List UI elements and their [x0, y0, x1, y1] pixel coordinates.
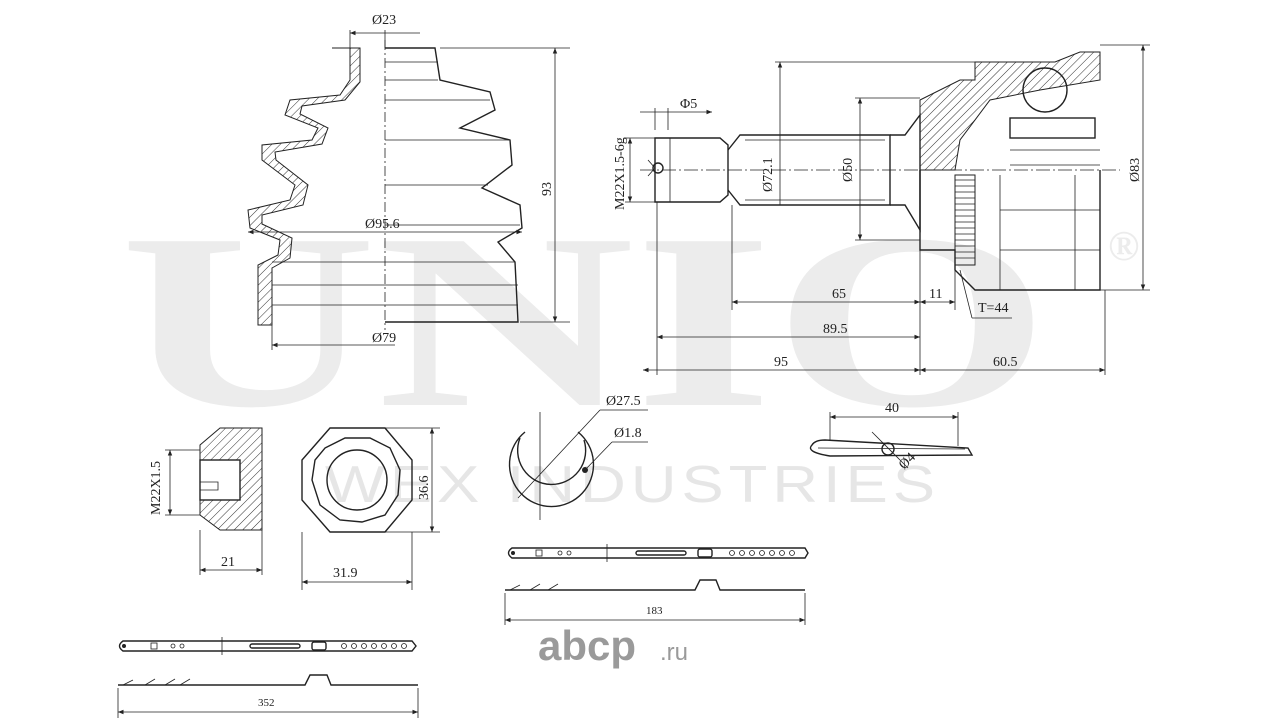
small-clamp-length: 183	[646, 605, 663, 617]
watermark: UNIO ® WEX INDUSTRIES	[120, 183, 1139, 514]
circlip-diameter: Ø27.5	[606, 394, 641, 409]
logo-suffix: .ru	[660, 639, 688, 666]
boot-section-left	[247, 47, 361, 326]
small-clamp-band	[507, 547, 809, 559]
cotter-pin-body	[809, 439, 974, 457]
large-clamp-length: 352	[258, 697, 275, 709]
joint-spline-shaft	[727, 134, 891, 206]
nut-hexagon	[301, 427, 413, 533]
cotter-pin-length: 40	[885, 401, 899, 416]
circlip-ring	[508, 431, 595, 508]
joint-abs-ring	[954, 174, 976, 266]
small-clamp-side	[505, 579, 805, 591]
boot-bottom-diameter: Ø79	[372, 331, 396, 346]
circlip-wire-diameter: Ø1.8	[614, 426, 642, 441]
large-clamp-side	[118, 674, 418, 686]
joint-length-60-5: 60.5	[993, 355, 1018, 370]
joint-bell-diameter: Ø83	[1128, 158, 1143, 182]
joint-length-65: 65	[832, 287, 846, 302]
joint-thread-spec: M22X1.5-6g	[613, 137, 628, 210]
large-clamp-drawing: 352	[117, 637, 419, 718]
nut-front-view: 36.6 31.9	[301, 427, 440, 590]
cotter-pin-drawing: 40 Ø4	[809, 401, 974, 473]
nut-width: 21	[221, 555, 235, 570]
cv-joint-drawing: Φ5 M22X1.5-6g Ø72.1 Ø50 Ø83 65 11 T=44	[613, 44, 1150, 375]
cv-boot-drawing: Ø23 Ø95.6 Ø79 93	[247, 13, 570, 350]
joint-length-89-5: 89.5	[823, 322, 848, 337]
cotter-pin-section	[881, 442, 895, 456]
joint-hole-diameter: Φ5	[680, 97, 697, 112]
logo-name: abcp	[538, 622, 636, 669]
nut-side-view: M22X1.5 21	[149, 427, 263, 575]
boot-height: 93	[540, 182, 555, 196]
boot-top-diameter: Ø23	[372, 13, 396, 28]
watermark-company: WEX INDUSTRIES	[325, 456, 940, 514]
joint-length-95: 95	[774, 355, 788, 370]
nut-across-flats: 31.9	[333, 566, 358, 581]
small-clamp-drawing: 183	[504, 544, 809, 625]
joint-bell-section	[919, 51, 1101, 171]
watermark-brand: UNIO	[120, 183, 1050, 460]
large-clamp-band	[118, 640, 417, 652]
joint-ball	[1022, 67, 1068, 113]
joint-pin-hole	[652, 162, 664, 174]
boot-outline-right	[385, 47, 523, 323]
nut-height: 36.6	[417, 476, 432, 501]
watermark-registered-mark: ®	[1108, 224, 1139, 270]
boot-middle-diameter: Ø95.6	[365, 217, 400, 232]
joint-length-11: 11	[929, 287, 942, 302]
circlip-drawing: Ø27.5 Ø1.8	[508, 394, 648, 520]
nut-thread-spec: M22X1.5	[149, 461, 164, 515]
joint-abs-teeth: T=44	[978, 301, 1008, 316]
joint-spline-diameter: Ø72.1	[761, 157, 776, 192]
abcp-logo: abcp .ru	[538, 622, 688, 669]
joint-shaft-diameter: Ø50	[841, 158, 856, 182]
nut-section	[199, 427, 263, 531]
